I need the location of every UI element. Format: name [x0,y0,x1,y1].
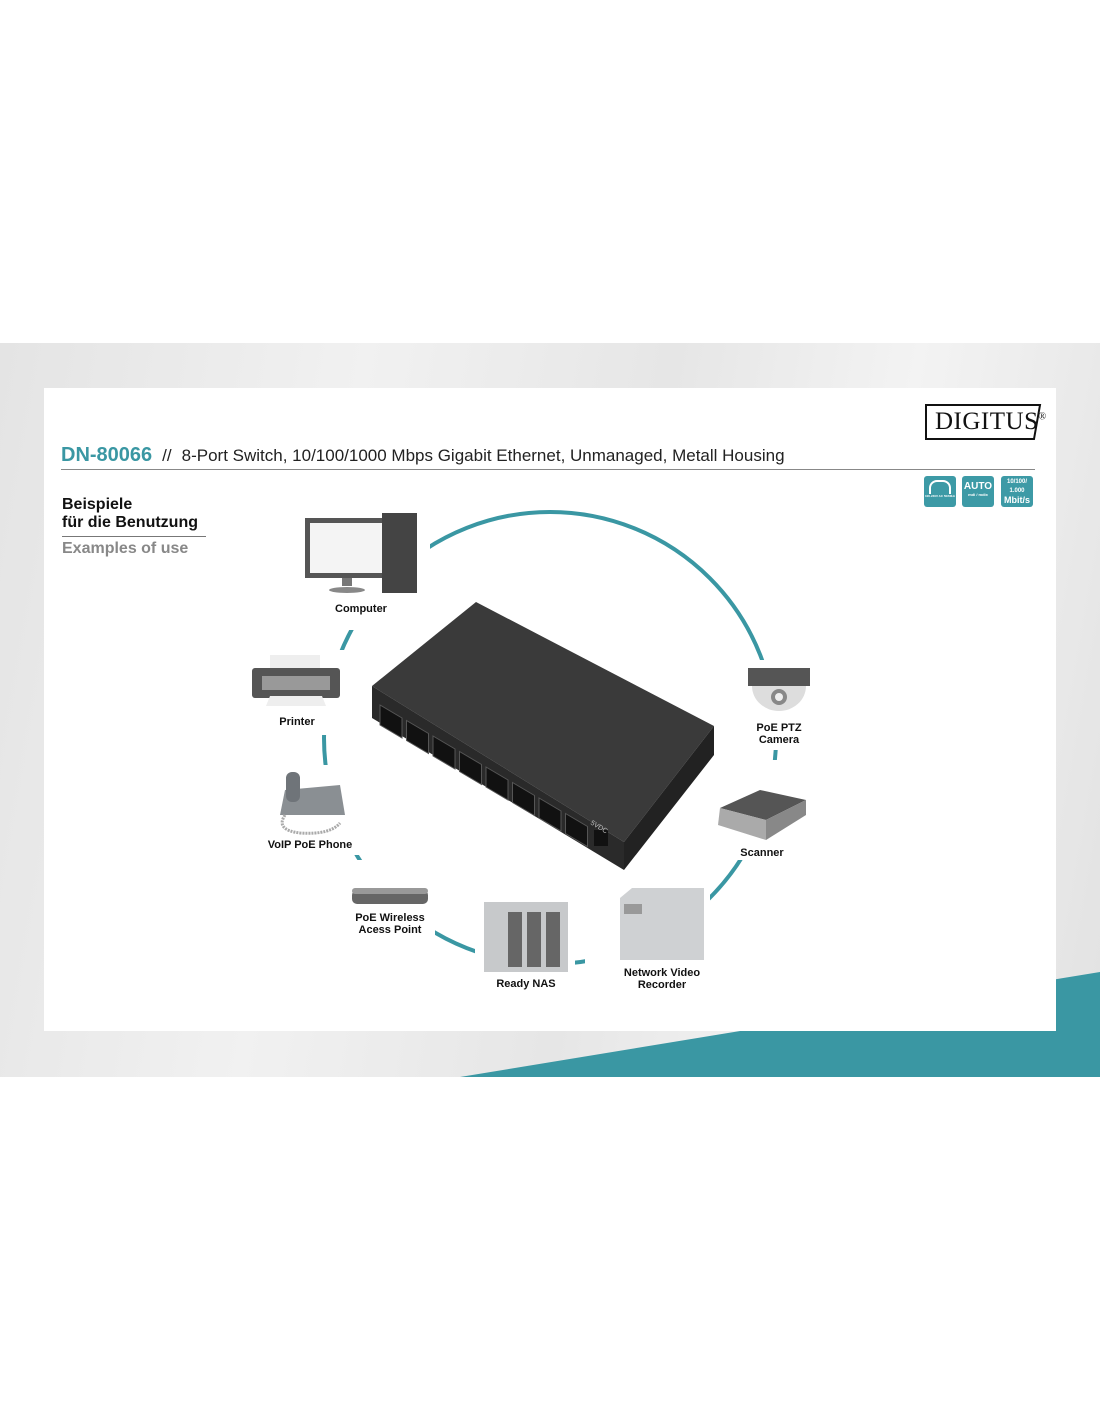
scanner-icon [718,790,806,840]
auto-mdix-badge: AUTO mdi / mdix [962,476,994,507]
ptz-camera-icon [748,668,810,711]
device-label-nas: Ready NAS [496,978,556,990]
voip-phone-icon [280,772,345,835]
section-title-en: Examples of use [62,540,189,557]
device-label-computer: Computer [335,603,387,615]
ethernet-port-8 [379,704,403,739]
device-label-scanner: Scanner [740,847,784,859]
device-label-voip-phone: VoIP PoE Phone [267,839,353,851]
title-divider [61,469,1035,470]
video-recorder-icon [620,888,704,960]
wireless-access-point-icon [352,888,428,904]
printer-icon [252,655,340,706]
power-badge: 100-240V AC 50/60Hz [924,476,956,507]
product-description: 8-Port Switch, 10/100/1000 Mbps Gigabit … [181,446,785,465]
nas-icon [484,902,568,972]
computer-icon [305,513,417,593]
power-plug-icon [929,480,951,494]
ethernet-port-6 [432,735,456,770]
section-divider [62,536,206,537]
ethernet-port-3 [512,781,535,817]
product-title: DN-80066//8-Port Switch, 10/100/1000 Mbp… [61,444,785,466]
model-number: DN-80066 [61,444,153,466]
brand-name: DIGITUS® [935,408,1047,435]
ethernet-port-2 [538,797,562,832]
ethernet-port-4 [485,766,509,801]
ethernet-port-7 [406,719,429,755]
power-jack [594,830,608,846]
device-label-printer: Printer [279,716,315,728]
ethernet-port-1 [565,812,588,848]
speed-badge: 10/100/ 1.000 Mbit/s [1001,476,1033,507]
ethernet-port-5 [459,750,482,786]
digitus-logo [925,404,1042,440]
network-switch: 5VDC [372,602,714,870]
